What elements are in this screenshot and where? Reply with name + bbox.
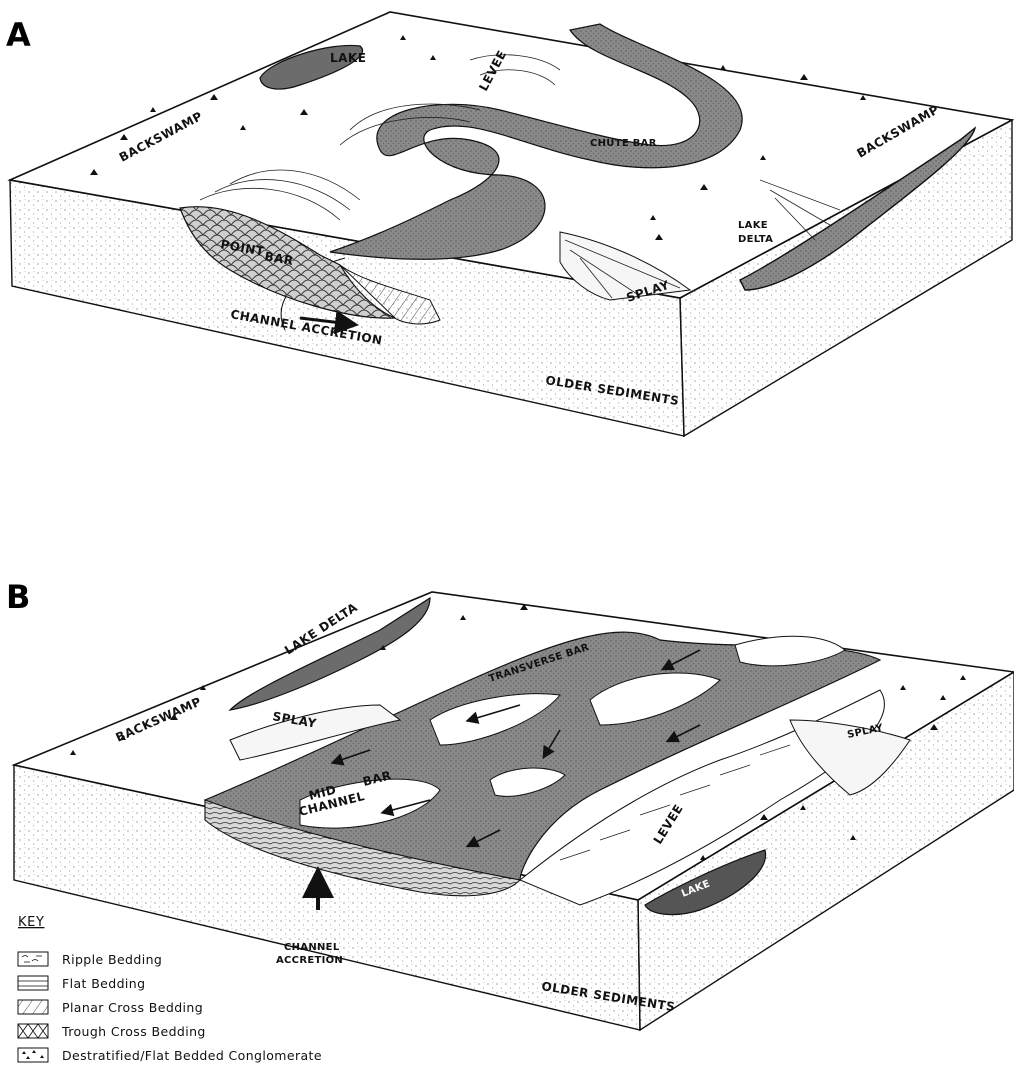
- label-lake-delta-1-a: LAKE: [738, 220, 768, 231]
- label-channel-accretion-1-b: CHANNEL: [284, 942, 340, 953]
- ripple-bedding-swatch: [18, 952, 48, 966]
- label-channel-accretion-2-b: ACCRETION: [276, 955, 343, 966]
- key-item-planar: Planar Cross Bedding: [18, 1000, 203, 1015]
- label-lake-delta-2-a: DELTA: [738, 234, 773, 245]
- key-label-flat: Flat Bedding: [62, 976, 145, 991]
- label-lake-a: LAKE: [330, 51, 366, 65]
- key-item-flat: Flat Bedding: [18, 976, 145, 991]
- key-title: KEY: [18, 915, 44, 930]
- panel-a-block: A: [6, 12, 1012, 436]
- key-item-trough: Trough Cross Bedding: [18, 1024, 206, 1039]
- key-label-planar: Planar Cross Bedding: [62, 1000, 203, 1015]
- flat-bedding-swatch: [18, 976, 48, 990]
- key-label-conglomerate: Destratified/Flat Bedded Conglomerate: [62, 1048, 322, 1063]
- panel-a-letter: A: [6, 16, 31, 54]
- conglomerate-swatch: [18, 1048, 48, 1062]
- planar-cross-bedding-swatch: [18, 1000, 48, 1014]
- panel-b-letter: B: [6, 578, 30, 616]
- key-item-conglomerate: Destratified/Flat Bedded Conglomerate: [18, 1048, 322, 1063]
- label-chute-bar-a: CHUTE BAR: [590, 138, 657, 149]
- key-label-ripple: Ripple Bedding: [62, 952, 162, 967]
- key-label-trough: Trough Cross Bedding: [61, 1024, 206, 1039]
- key-item-ripple: Ripple Bedding: [18, 952, 162, 967]
